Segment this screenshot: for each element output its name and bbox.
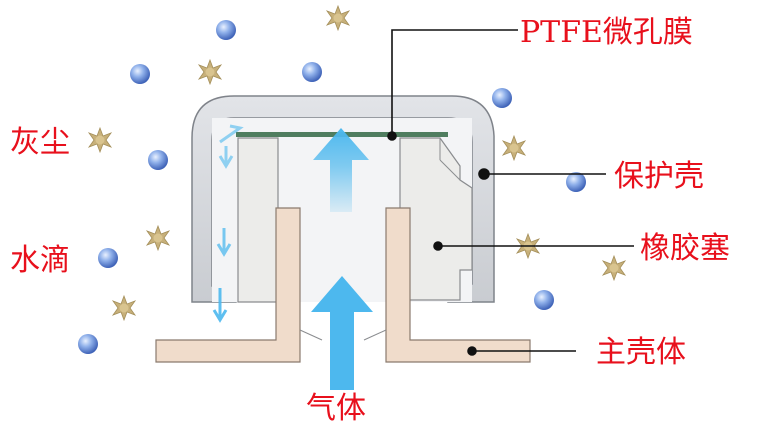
- dust-particle-icon: [112, 295, 136, 321]
- water-drop-icon: [216, 20, 236, 40]
- water-drop-icon: [302, 62, 322, 82]
- water-drop-icon: [566, 172, 586, 192]
- leader-rubber-dot: [433, 241, 443, 251]
- water-drop-icon: [98, 248, 118, 268]
- water-drop-icon: [78, 334, 98, 354]
- main-housing: [155, 207, 531, 363]
- dust-particle-icon: [146, 225, 170, 251]
- arrow-down-icon: [216, 228, 232, 257]
- airflow-arrows: [212, 124, 373, 390]
- arrow-down-icon: [219, 124, 244, 144]
- leader-housing-dot: [467, 346, 477, 356]
- arrow-down-icon: [212, 288, 228, 323]
- leader-ptfe: [391, 29, 518, 136]
- leader-lines: [387, 29, 634, 356]
- label-gas: 气体: [306, 391, 366, 426]
- dust-particle-icon: [602, 255, 626, 281]
- water-drop-icon: [130, 64, 150, 84]
- label-water-drops: 水滴: [10, 243, 70, 278]
- label-dust: 灰尘: [10, 125, 70, 160]
- dust-particle-icon: [502, 135, 526, 161]
- water-drop-icon: [534, 290, 554, 310]
- leader-ptfe-dot: [387, 131, 397, 141]
- water-drop-icon: [492, 88, 512, 108]
- label-ptfe-membrane: PTFE微孔膜: [520, 15, 693, 50]
- label-main-housing: 主壳体: [596, 335, 686, 370]
- arrow-up-icon: [311, 276, 373, 390]
- dust-particle-icon: [326, 5, 350, 31]
- dust-particle-icon: [198, 59, 222, 85]
- dust-particle-icon: [88, 127, 112, 153]
- arrow-up-icon: [313, 128, 369, 212]
- label-rubber-plug: 橡胶塞: [640, 231, 730, 266]
- label-protective-shell: 保护壳: [614, 159, 704, 194]
- arrow-down-icon: [218, 146, 234, 169]
- water-drop-icon: [148, 150, 168, 170]
- leader-shell-dot: [478, 168, 490, 180]
- rubber-plug: [237, 137, 473, 303]
